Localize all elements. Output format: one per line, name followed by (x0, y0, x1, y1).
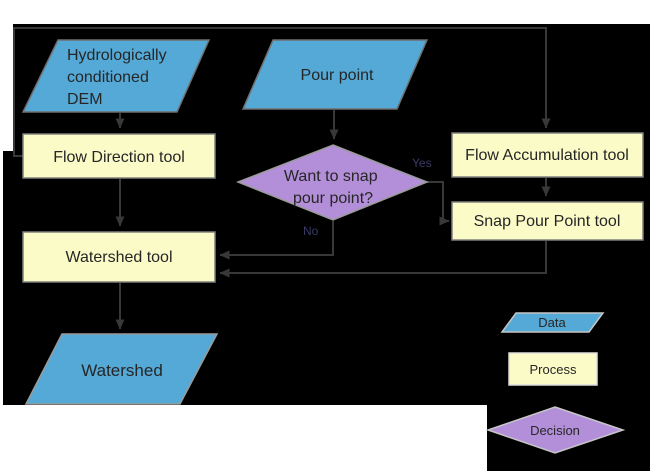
pour-point-node-label: Pour point (301, 67, 374, 84)
decision-line-1: Want to snap (284, 168, 378, 185)
no-edge-label: No (303, 224, 319, 238)
pour-point-node-shape (241, 39, 429, 110)
legend-process-shape (508, 352, 598, 386)
snap-pour-point-node-shape (451, 201, 644, 241)
legend: Data Process Decision (485, 312, 626, 454)
yes-edge-label: Yes (412, 156, 432, 170)
connector-group (13, 27, 551, 330)
dem-line-1: Hydrologically (67, 47, 167, 64)
dem-line-3: DEM (67, 91, 103, 108)
flow-direction-node-shape (22, 133, 216, 179)
watershed-tool-node-label: Watershed tool (65, 249, 172, 266)
legend-decision-shape (485, 406, 626, 454)
dem-line-2: conditioned (67, 69, 149, 86)
watershed-node-label: Watershed (81, 361, 163, 380)
decision-node-label: Want to snap pour point? (284, 168, 382, 207)
edge-flowdirection-to-flowaccumulation (13, 27, 551, 157)
legend-data-shape (500, 312, 605, 333)
flow-accumulation-node-shape (451, 132, 644, 178)
watershed-tool-node-shape (22, 231, 216, 283)
legend-process-label: Process (530, 362, 577, 377)
snap-pour-point-node-label: Snap Pour Point tool (474, 213, 621, 230)
legend-decision-label: Decision (530, 423, 580, 438)
edge-decision-no-to-watershedtool (219, 221, 334, 260)
edge-snappourpoint-to-watershedtool (219, 241, 547, 278)
edge-decision-yes-to-snappourpoint (427, 181, 450, 226)
decision-line-2: pour point? (293, 190, 373, 207)
dem-node-shape (21, 39, 211, 113)
flow-direction-node-label: Flow Direction tool (53, 149, 185, 166)
dem-node-label: Hydrologically conditioned DEM (67, 47, 171, 108)
flow-accumulation-node-label: Flow Accumulation tool (465, 147, 629, 164)
decision-node-shape (235, 144, 430, 221)
watershed-node-shape (24, 333, 219, 405)
legend-data-label: Data (538, 315, 566, 330)
